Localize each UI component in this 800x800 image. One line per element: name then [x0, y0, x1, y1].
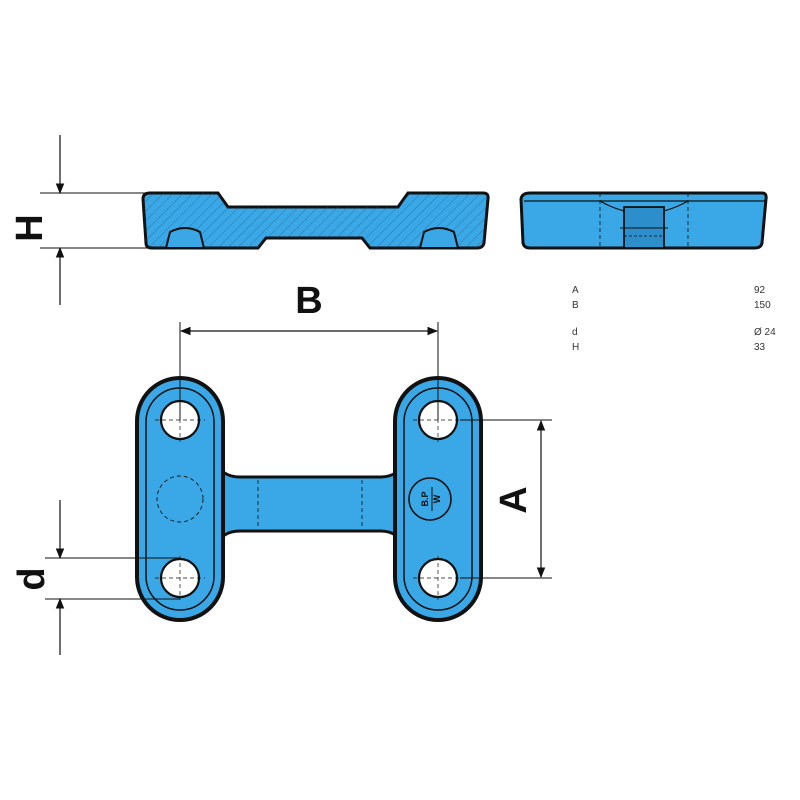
dimension-H: H: [9, 135, 150, 305]
label-H: H: [9, 214, 51, 241]
spec-row-d: d Ø 24: [572, 325, 790, 340]
stamp-logo: B.P W: [408, 477, 452, 521]
label-A: A: [493, 486, 535, 513]
label-d: d: [11, 567, 53, 590]
plan-view: B.P W: [135, 376, 483, 622]
stamp-line2: W: [432, 494, 442, 503]
spec-row-B: B 150: [572, 298, 790, 313]
end-view: [519, 191, 768, 250]
spec-row-A: A 92: [572, 283, 790, 298]
stamp-line1: B.P: [420, 491, 430, 506]
spec-key: H: [572, 342, 580, 353]
dimension-A: A: [460, 419, 552, 579]
dimension-B: B: [179, 280, 439, 420]
spec-key: B: [572, 300, 579, 311]
side-section-view: [141, 191, 490, 250]
spec-value: Ø 24: [754, 327, 776, 338]
spec-value: 92: [754, 285, 766, 296]
dimension-d: d: [11, 500, 180, 655]
spec-table: A 92 B 150 d Ø 24 H 33: [572, 283, 790, 355]
spec-value: 33: [754, 342, 766, 353]
spec-value: 150: [754, 300, 771, 311]
spec-row-H: H 33: [572, 340, 790, 355]
spec-key: A: [572, 285, 579, 296]
label-B: B: [295, 280, 322, 322]
spec-key: d: [572, 327, 578, 338]
